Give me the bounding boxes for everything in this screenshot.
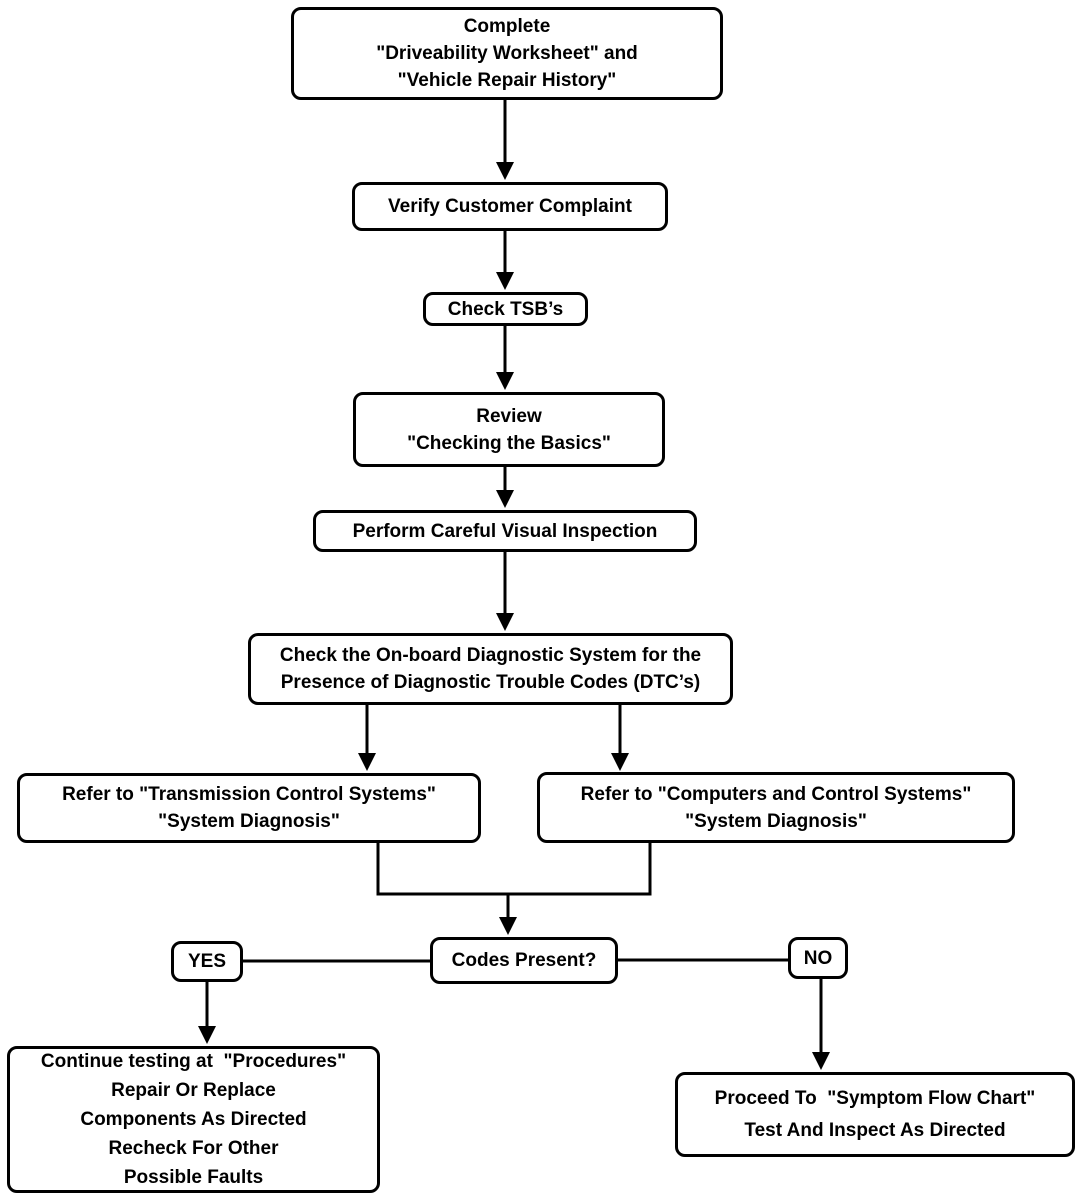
node-review-checking-basics: Review "Checking the Basics" — [353, 392, 665, 467]
node-text-line: Verify Customer Complaint — [388, 196, 632, 217]
node-check-obd-system: Check the On-board Diagnostic System for… — [248, 633, 733, 705]
node-no-label: NO — [788, 937, 848, 979]
node-codes-present-decision: Codes Present? — [430, 937, 618, 984]
node-text-line: Check TSB’s — [447, 298, 564, 320]
node-visual-inspection: Perform Careful Visual Inspection — [313, 510, 697, 552]
node-text-line: Continue testing at "Procedures" — [40, 1051, 347, 1072]
node-text-line: Review — [476, 405, 542, 427]
node-text-line: "Checking the Basics" — [407, 432, 611, 454]
node-proceed-symptom-flow-chart: Proceed To "Symptom Flow Chart" Test And … — [675, 1072, 1075, 1157]
node-text-line: Refer to "Computers and Control Systems" — [580, 783, 972, 805]
node-text-line: Check the On-board Diagnostic System for… — [279, 645, 702, 666]
node-refer-computers-control: Refer to "Computers and Control Systems"… — [537, 772, 1015, 843]
node-text-line: "System Diagnosis" — [685, 810, 867, 832]
node-text-line: Components As Directed — [80, 1109, 307, 1130]
node-text-line: Refer to "Transmission Control Systems" — [62, 784, 436, 805]
node-text-line: Proceed To "Symptom Flow Chart" — [714, 1087, 1036, 1109]
node-continue-testing-procedures: Continue testing at "Procedures" Repair O… — [7, 1046, 380, 1193]
node-text-line: Complete — [463, 16, 551, 37]
node-text-line: Presence of Diagnostic Trouble Codes (DT… — [280, 672, 701, 693]
node-text-line: Recheck For Other — [108, 1138, 279, 1159]
node-complete-worksheet: Complete "Driveability Worksheet" and "Veh… — [291, 7, 723, 100]
node-refer-transmission-control: Refer to "Transmission Control Systems" "… — [17, 773, 481, 843]
connector-merge-branches — [376, 843, 652, 896]
node-text-line: Test And Inspect As Directed — [744, 1119, 1006, 1141]
node-text-line: "Vehicle Repair History" — [397, 70, 617, 91]
node-text-line: "System Diagnosis" — [158, 811, 340, 832]
node-text-line: YES — [187, 951, 227, 972]
node-text-line: "Driveability Worksheet" and — [376, 43, 638, 64]
node-text-line: Possible Faults — [123, 1167, 264, 1188]
node-check-tsbs: Check TSB’s — [423, 292, 588, 326]
node-text-line: NO — [803, 947, 833, 969]
node-yes-label: YES — [171, 941, 243, 982]
node-verify-customer-complaint: Verify Customer Complaint — [352, 182, 668, 231]
node-text-line: Repair Or Replace — [111, 1080, 276, 1101]
node-text-line: Codes Present? — [451, 950, 597, 971]
node-text-line: Perform Careful Visual Inspection — [352, 520, 658, 542]
